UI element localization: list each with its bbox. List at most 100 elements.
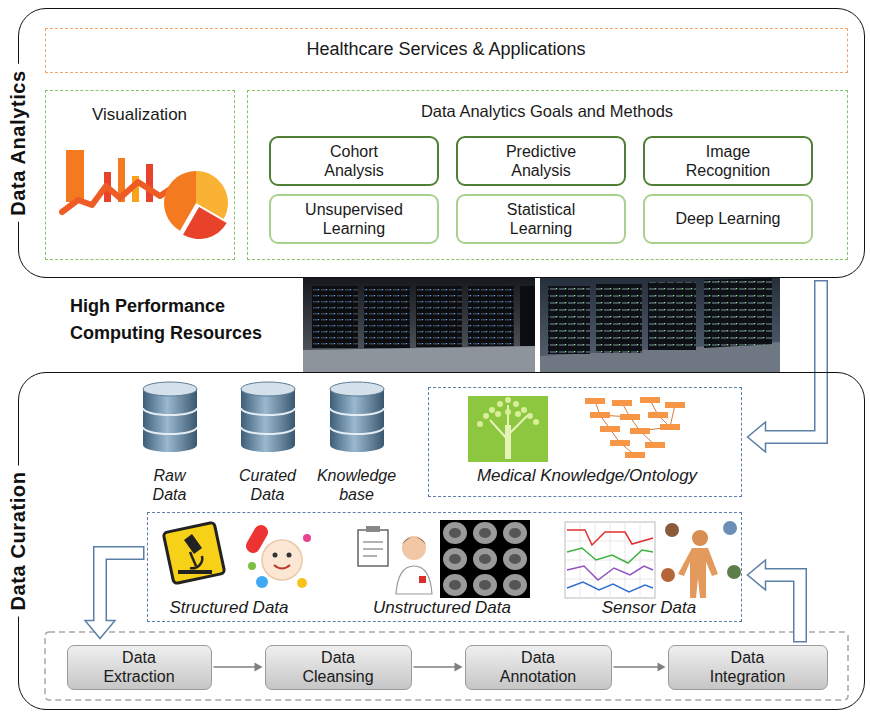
arrow-line [614,666,659,668]
database-icon [330,438,384,452]
arrow-head [658,663,666,672]
server-room-photo [303,346,535,372]
arrow-fill [762,282,822,438]
ontology-graph-icon [630,428,650,434]
database-icon [330,389,384,445]
box-label: Deep Learning [676,209,781,228]
doctor-icon [402,536,426,560]
body-sensor-figure [678,548,718,598]
ontology-graph-icon [585,397,685,458]
process-step: Data Cleansing [265,645,412,690]
ontology-graph-icon [625,452,645,458]
ontology-graph-icon [585,398,605,404]
ontology-tree-icon [489,407,495,413]
server-room-photo [704,278,772,348]
ontology-graph-icon [645,442,665,448]
server-room-photo [312,286,358,348]
box-label: Visualization [92,105,187,125]
ct-scan-image [479,580,491,590]
medication-icon [274,565,290,569]
flow-arrow [214,663,263,672]
server-room-photo [303,278,535,372]
box-label: Cohort Analysis [324,142,384,180]
box-label: Medical Knowledge/Ontology [477,466,697,486]
box-label: Data Annotation [500,648,577,686]
hollow-arrow [748,280,822,452]
database-icon [330,382,384,396]
sensor-chart-icon [567,582,653,592]
box-label: Image Recognition [686,142,771,180]
ontology-graph-icon [648,412,668,418]
medication-icon [262,540,302,580]
ontology-tree-icon [490,405,528,440]
arrow-fill [100,553,143,625]
body-sensor-figure [665,523,679,537]
arrow-line [214,666,256,668]
laboratory-icon [190,552,202,568]
doctor-icon [358,530,388,566]
doctor-icon [363,542,383,556]
body-sensor-figure [661,568,675,582]
box-label: Data Cleansing [302,648,373,686]
doctor-icon [402,537,426,545]
ontology-graph-icon [590,412,610,418]
hollow-arrow [85,553,145,639]
server-room-photo [468,286,514,346]
ct-scan-image [443,522,467,544]
data-sources-panel: Structured DataUnstructured DataSensor D… [147,512,742,622]
database-icon [143,389,197,445]
server-room-photo [648,282,696,350]
body-sensor-figure [727,565,741,579]
server-room-photo [364,286,410,348]
database: Knowledge base [313,378,401,508]
medication-icon [297,578,307,588]
body-sensor-figure [723,521,737,535]
region-title: Data Analytics [6,64,30,222]
box-label: Raw Data [153,466,187,504]
ontology-tree-icon [515,411,521,417]
server-room-photo [303,278,535,372]
ct-scan-image [440,520,530,598]
database: Raw Data [125,378,215,508]
method-box: Deep Learning [643,194,813,244]
methods-panel: Data Analytics Goals and MethodsCohort A… [247,90,848,260]
arrow-outline [100,553,145,622]
arrow-fill [762,575,801,641]
database-icon [143,382,197,452]
ct-scan-image [479,554,491,564]
server-room-photo [596,284,642,353]
server-room-photo [416,286,462,347]
method-box: Cohort Analysis [269,136,439,186]
database-icon [330,408,384,434]
medication-icon [243,523,311,588]
box-label: Statistical Learning [507,200,575,238]
ontology-tree-icon [495,411,501,417]
server-room-photo [540,278,780,372]
doctor-icon [419,576,426,583]
ct-scan-image [443,574,467,596]
doctor-icon [366,526,380,532]
server-room-photo [704,278,772,348]
ontology-graph-icon [640,397,660,403]
box-label: Sensor Data [602,598,697,618]
ontology-tree-icon [533,419,539,425]
chart-icon [62,182,172,212]
database-icon [241,382,295,452]
method-box: Image Recognition [643,136,813,186]
ontology-panel: Medical Knowledge/Ontology [428,387,742,497]
region-title: Data Curation [6,466,30,617]
curation-region: Data CurationRaw DataCurated DataKnowled… [18,372,865,710]
box-label: Data Extraction [103,648,174,686]
chart-icon [146,164,153,202]
ontology-tree-icon [527,413,533,419]
doctor-icon [396,566,432,594]
ontology-graph-icon [620,414,640,420]
doctor-icon [358,526,432,594]
flow-arrow [614,663,666,672]
database-icon [330,382,384,452]
visualization-panel: Visualization [45,90,235,260]
ontology-tree-icon [505,425,511,459]
chart-icon [164,171,196,231]
database-icon [241,438,295,452]
